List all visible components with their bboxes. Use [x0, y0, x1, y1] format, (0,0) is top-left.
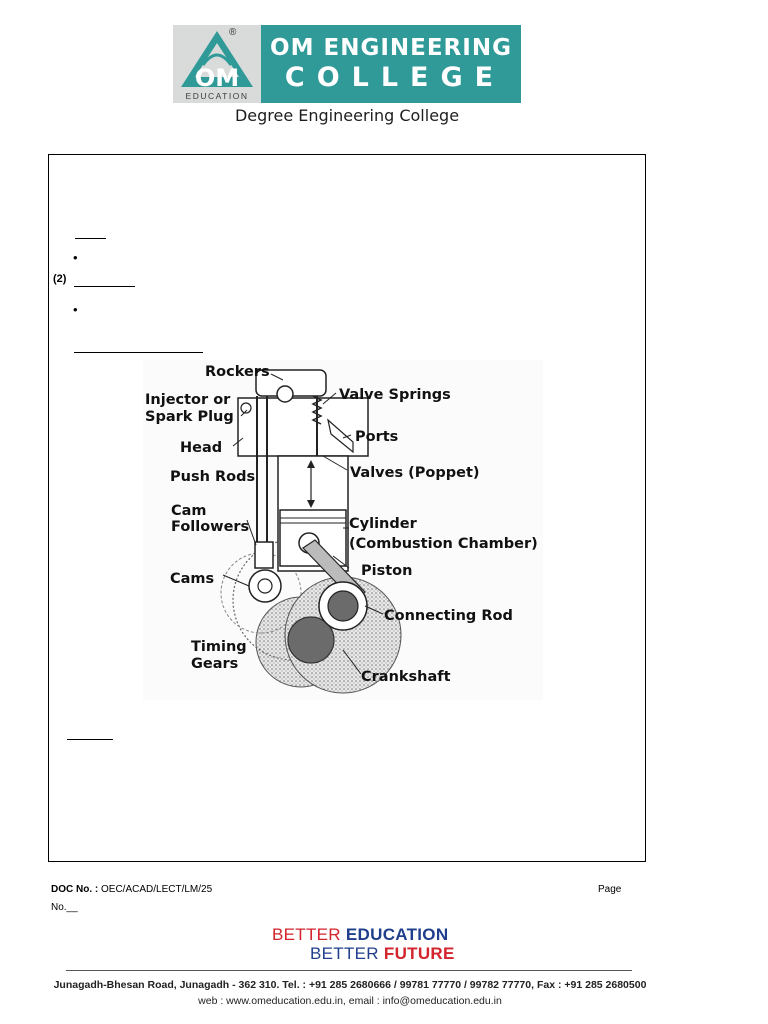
college-logo: OM ® EDUCATION OM ENGINEERING COLLEGE — [173, 25, 521, 103]
label-timing-1: Timing — [191, 639, 247, 655]
label-cam-followers-1: Cam — [171, 503, 207, 519]
slogan: BETTER EDUCATION BETTER FUTURE — [272, 925, 502, 963]
label-connecting-rod: Connecting Rod — [384, 608, 513, 624]
heading-underline-1 — [75, 238, 106, 239]
injector — [240, 402, 252, 414]
label-crankshaft: Crankshaft — [361, 669, 451, 685]
logo-band: OM ENGINEERING COLLEGE — [261, 25, 521, 103]
item-number-2: (2) — [53, 273, 67, 285]
label-cylinder-2: (Combustion Chamber) — [349, 536, 538, 552]
label-piston: Piston — [361, 563, 412, 579]
footer-address: Junagadh-Bhesan Road, Junagadh - 362 310… — [53, 979, 647, 991]
heading-underline-3 — [74, 352, 203, 353]
doc-number-value: OEC/ACAD/LECT/LM/25 — [101, 884, 213, 895]
label-injector-2: Spark Plug — [145, 409, 234, 425]
engine-diagram: Rockers Injector or Spark Plug Valve Spr… — [143, 360, 543, 700]
footer-contact: web : www.omeducation.edu.in, email : in… — [198, 995, 502, 1007]
label-injector-1: Injector or — [145, 392, 231, 408]
bullet-2: • — [73, 302, 78, 317]
crank-pin — [327, 590, 359, 622]
cam-gear-outline — [232, 539, 294, 661]
footer-divider — [66, 970, 632, 971]
crankshaft-main — [287, 616, 335, 664]
label-timing-2: Gears — [191, 656, 238, 672]
bullet-1: • — [73, 250, 78, 265]
heading-underline-2 — [74, 286, 135, 287]
label-rockers: Rockers — [205, 364, 270, 380]
label-ports: Ports — [355, 429, 398, 445]
logo-title-line1: OM ENGINEERING — [270, 35, 512, 61]
label-head: Head — [180, 440, 222, 456]
label-push-rods: Push Rods — [170, 469, 255, 485]
emblem-subtext: EDUCATION — [185, 91, 249, 101]
label-cam-followers-2: Followers — [171, 519, 249, 535]
om-emblem-icon: OM — [181, 31, 253, 92]
doc-number: DOC No. : OEC/ACAD/LECT/LM/25 — [51, 884, 212, 895]
page-label: Page — [598, 884, 622, 895]
label-valve-springs: Valve Springs — [339, 387, 451, 403]
logo-title-line2: COLLEGE — [284, 62, 506, 93]
label-cams: Cams — [170, 571, 214, 587]
content-frame — [48, 154, 646, 862]
slogan-better-1: BETTER — [272, 925, 341, 944]
cam-follower — [254, 541, 274, 569]
college-subtitle: Degree Engineering College — [234, 106, 460, 125]
slogan-education: EDUCATION — [345, 925, 449, 944]
slogan-future: FUTURE — [383, 944, 455, 963]
cam-gear — [220, 552, 302, 634]
heading-underline-4 — [67, 739, 113, 740]
page-number-label: No.__ — [51, 902, 78, 913]
label-cylinder-1: Cylinder — [349, 516, 418, 532]
slogan-better-2: BETTER — [310, 944, 379, 963]
rocker-pivot — [276, 385, 294, 403]
doc-number-label: DOC No. : — [51, 884, 99, 895]
emblem-text: OM — [195, 64, 239, 92]
label-valves: Valves (Poppet) — [350, 465, 480, 481]
registered-mark: ® — [229, 27, 237, 38]
port — [327, 418, 354, 454]
om-emblem: OM ® EDUCATION — [173, 25, 261, 103]
